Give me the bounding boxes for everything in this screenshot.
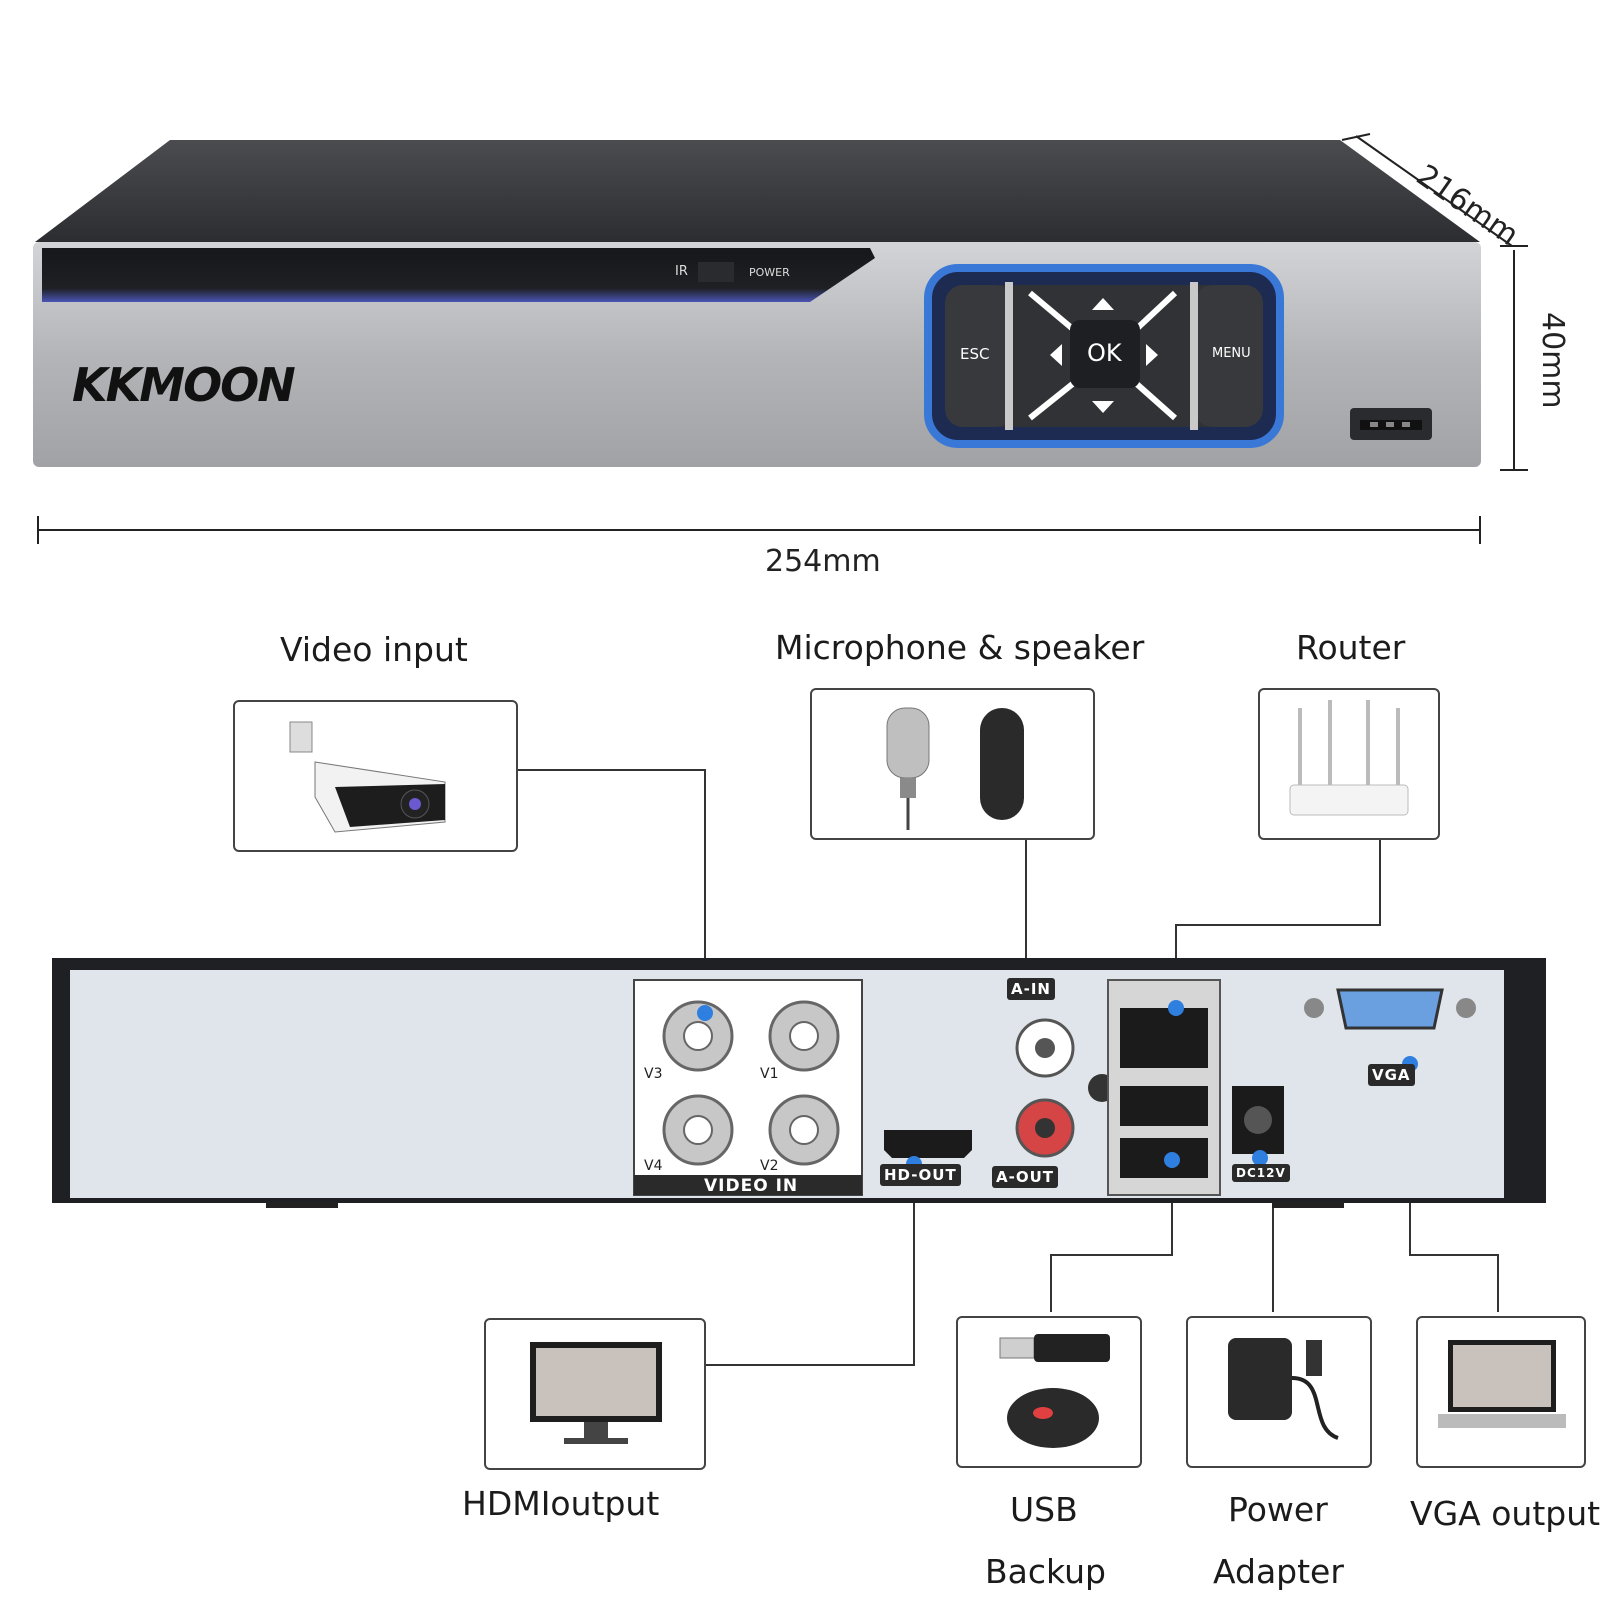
esc-button: ESC [960, 345, 990, 363]
hdmi-output-caption: HDMIoutput [462, 1484, 660, 1523]
v3-label: V3 [644, 1066, 663, 1082]
vga-output-caption: VGA output [1410, 1494, 1601, 1533]
power-adapter-icon [1228, 1338, 1339, 1440]
dvr-front-illustration [33, 140, 1481, 467]
usb-caption-line2: Backup [985, 1552, 1106, 1591]
video-in-label: VIDEO IN [704, 1176, 799, 1196]
dimension-lines [37, 133, 1528, 544]
vga-monitor-box [1416, 1316, 1586, 1468]
router-caption: Router [1296, 628, 1406, 667]
v4-label: V4 [644, 1158, 663, 1174]
menu-button: MENU [1212, 346, 1251, 361]
power-caption-line2: Adapter [1213, 1552, 1344, 1591]
hdmi-monitor-box [484, 1318, 706, 1470]
power-label: POWER [749, 266, 790, 279]
bullet-camera-icon [289, 721, 446, 833]
usb-mouse-icon [999, 1334, 1110, 1448]
width-dimension: 254mm [765, 544, 881, 579]
vga-monitor-icon [1438, 1340, 1566, 1428]
video-input-caption: Video input [280, 630, 468, 669]
hd-out-label: HD-OUT [880, 1164, 961, 1186]
router-icon [1289, 700, 1409, 816]
usb-backup-box [956, 1316, 1142, 1468]
dc12v-label: DC12V [1232, 1164, 1290, 1182]
ok-button: OK [1087, 339, 1122, 367]
dvr-front-view: KKMOON IR POWER ESC OK MENU [30, 130, 1490, 480]
vga-label: VGA [1368, 1064, 1415, 1086]
mic-speaker-box [810, 688, 1095, 840]
brand-logo: KKMOON [72, 358, 296, 412]
v1-label: V1 [760, 1066, 779, 1082]
power-caption-line1: Power [1228, 1490, 1328, 1529]
hdmi-monitor-icon [530, 1342, 662, 1444]
a-in-label: A-IN [1007, 978, 1055, 1000]
router-box [1258, 688, 1440, 840]
a-out-label: A-OUT [992, 1166, 1058, 1188]
mic-speaker-caption: Microphone & speaker [775, 628, 1145, 667]
usb-caption-line1: USB [1010, 1490, 1078, 1529]
camera-box [233, 700, 518, 852]
v2-label: V2 [760, 1158, 779, 1174]
microphone-speaker-icon [886, 707, 1024, 830]
rear-panel-illustration [52, 958, 1546, 1218]
ir-label: IR [675, 264, 688, 279]
power-adapter-box [1186, 1316, 1372, 1468]
dvr-rear-view: A-IN A-OUT HD-OUT VGA DC12V VIDEO IN V3 … [52, 958, 1546, 1218]
